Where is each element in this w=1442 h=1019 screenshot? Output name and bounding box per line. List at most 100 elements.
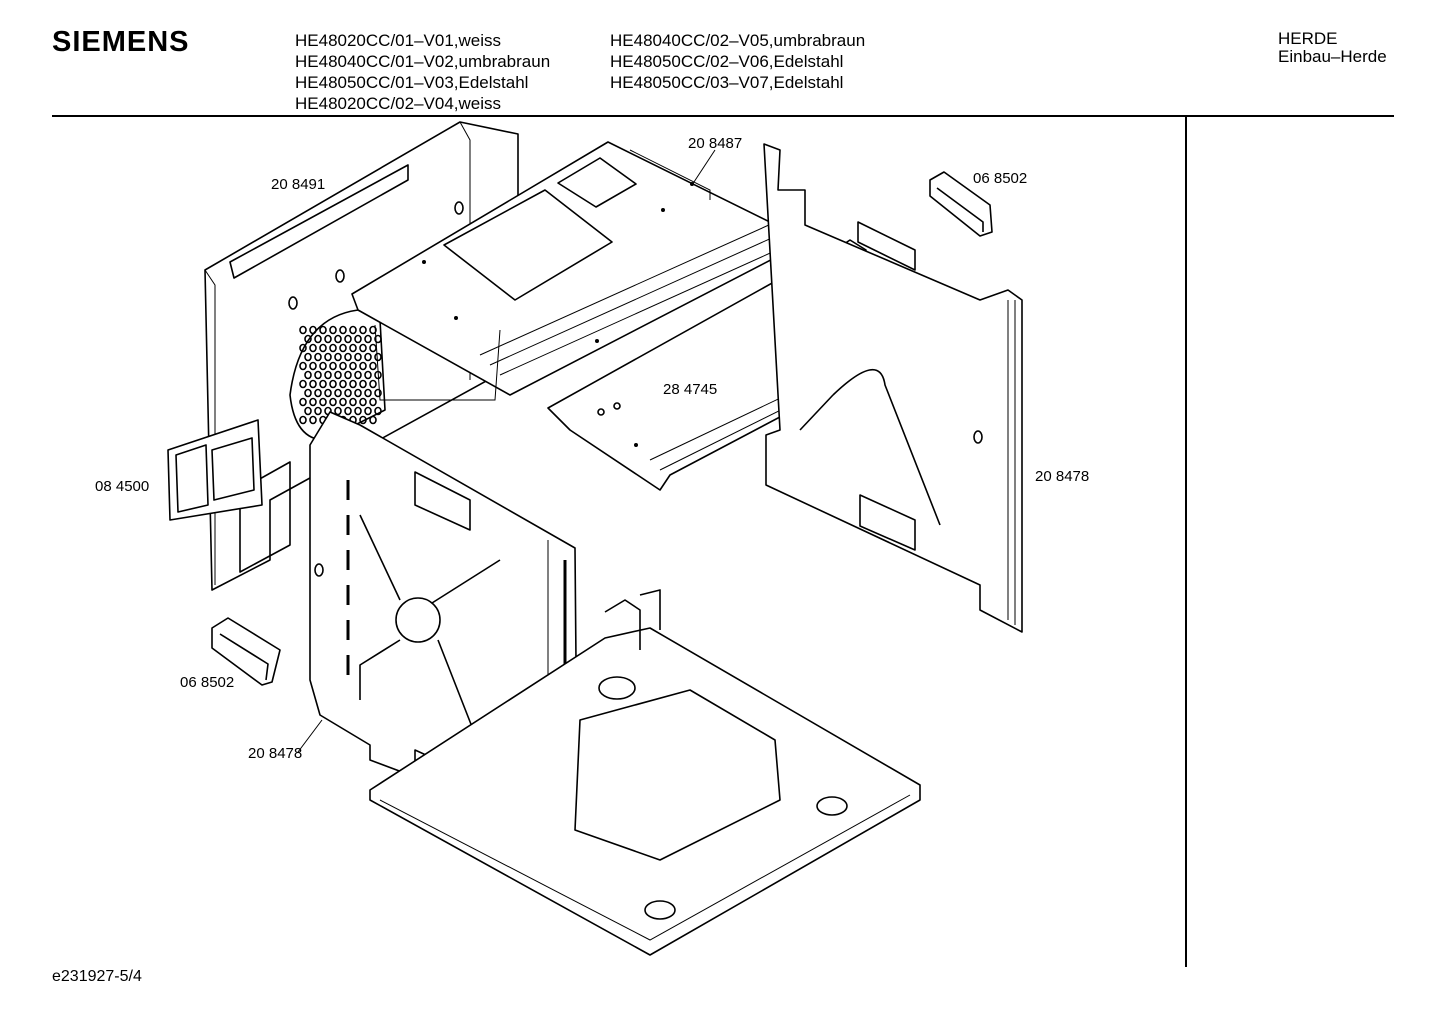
grille-hole: [324, 334, 332, 344]
part-label: 08 4500: [95, 478, 149, 495]
grille-hole: [329, 397, 337, 407]
grille-hole: [324, 352, 332, 362]
grille-hole: [369, 343, 377, 353]
model-line: HE48050CC/03–V07,Edelstahl: [610, 73, 844, 92]
grille-hole: [299, 379, 307, 389]
grille-hole: [374, 388, 382, 398]
grille-hole: [299, 397, 307, 407]
category-line: Einbau–Herde: [1278, 47, 1387, 66]
grille-hole: [349, 397, 357, 407]
grille-hole: [314, 370, 322, 380]
grille-hole: [364, 388, 372, 398]
grille-hole: [359, 361, 367, 371]
grille-hole: [374, 352, 382, 362]
grille-hole: [354, 370, 362, 380]
grille-hole: [374, 334, 382, 344]
grille-hole: [344, 352, 352, 362]
grille-hole: [334, 406, 342, 416]
grille-hole: [354, 334, 362, 344]
part-label: 06 8502: [973, 170, 1027, 187]
model-line: HE48050CC/02–V06,Edelstahl: [610, 52, 844, 71]
grille-hole: [354, 406, 362, 416]
top-panel: [351, 141, 791, 401]
model-line: HE48040CC/01–V02,umbrabraun: [295, 52, 551, 71]
model-line: HE48040CC/02–V05,umbrabraun: [610, 31, 866, 50]
grille-hole: [369, 379, 377, 389]
grille-hole: [334, 352, 342, 362]
grille-hole: [359, 343, 367, 353]
grille-hole: [299, 343, 307, 353]
drawing-id: e231927-5/4: [52, 968, 142, 985]
grille-hole: [309, 325, 317, 335]
grille-hole: [309, 343, 317, 353]
grille-hole: [304, 352, 312, 362]
grille-hole: [314, 388, 322, 398]
grille-hole: [314, 406, 322, 416]
grille-hole: [364, 406, 372, 416]
grille-hole: [359, 397, 367, 407]
grille-hole: [334, 334, 342, 344]
model-list-col1: HE48020CC/01–V01,weiss HE48040CC/01–V02,…: [295, 30, 550, 114]
grille-hole: [369, 325, 377, 335]
part-label: 28 4745: [663, 381, 717, 398]
grille-hole: [359, 415, 367, 425]
category-line: HERDE: [1278, 29, 1338, 48]
grille-hole: [339, 343, 347, 353]
grille-hole: [349, 325, 357, 335]
model-line: HE48020CC/02–V04,weiss: [295, 94, 502, 113]
brand-logo: SIEMENS: [52, 26, 190, 58]
grille-hole: [374, 406, 382, 416]
leader-lines: [297, 149, 716, 753]
grille-hole: [344, 370, 352, 380]
grille-hole: [329, 379, 337, 389]
side-divider: [1185, 117, 1187, 967]
grille-hole: [349, 361, 357, 371]
grille-hole: [339, 361, 347, 371]
grille-hole: [304, 388, 312, 398]
grille-hole: [319, 343, 327, 353]
bottom-panel: [369, 589, 921, 956]
grille-hole: [304, 370, 312, 380]
grille-hole: [304, 334, 312, 344]
grille-hole: [369, 361, 377, 371]
model-list-col2: HE48040CC/02–V05,umbrabraun HE48050CC/02…: [610, 30, 865, 93]
socket-connector: [167, 419, 263, 521]
grille-hole: [354, 388, 362, 398]
grille-hole: [329, 361, 337, 371]
grille-hole: [329, 343, 337, 353]
grille-hole: [319, 379, 327, 389]
grille-hole: [319, 361, 327, 371]
grille-hole: [299, 361, 307, 371]
grille-hole: [359, 325, 367, 335]
grille-hole: [324, 388, 332, 398]
grille-hole: [349, 379, 357, 389]
part-label: 20 8491: [271, 176, 325, 193]
grille-hole: [314, 352, 322, 362]
grille-hole: [359, 379, 367, 389]
grille-hole: [349, 343, 357, 353]
grille-hole: [364, 370, 372, 380]
header-divider: [52, 115, 1394, 117]
fan-grille: [289, 309, 386, 441]
grille-hole: [354, 352, 362, 362]
grille-hole: [299, 325, 307, 335]
part-label: 20 8478: [248, 745, 302, 762]
grille-hole: [299, 415, 307, 425]
grille-hole: [309, 379, 317, 389]
grille-hole: [339, 397, 347, 407]
grille-hole: [319, 397, 327, 407]
part-label: 06 8502: [180, 674, 234, 691]
grille-hole: [309, 397, 317, 407]
grille-hole: [364, 334, 372, 344]
grille-hole: [309, 361, 317, 371]
grille-hole: [344, 406, 352, 416]
grille-hole: [344, 334, 352, 344]
part-label: 20 8487: [688, 135, 742, 152]
model-line: HE48020CC/01–V01,weiss: [295, 31, 502, 50]
handle-part-left: [211, 617, 281, 686]
grille-hole: [339, 379, 347, 389]
model-line: HE48050CC/01–V03,Edelstahl: [295, 73, 529, 92]
grille-hole: [369, 397, 377, 407]
grille-hole: [304, 406, 312, 416]
